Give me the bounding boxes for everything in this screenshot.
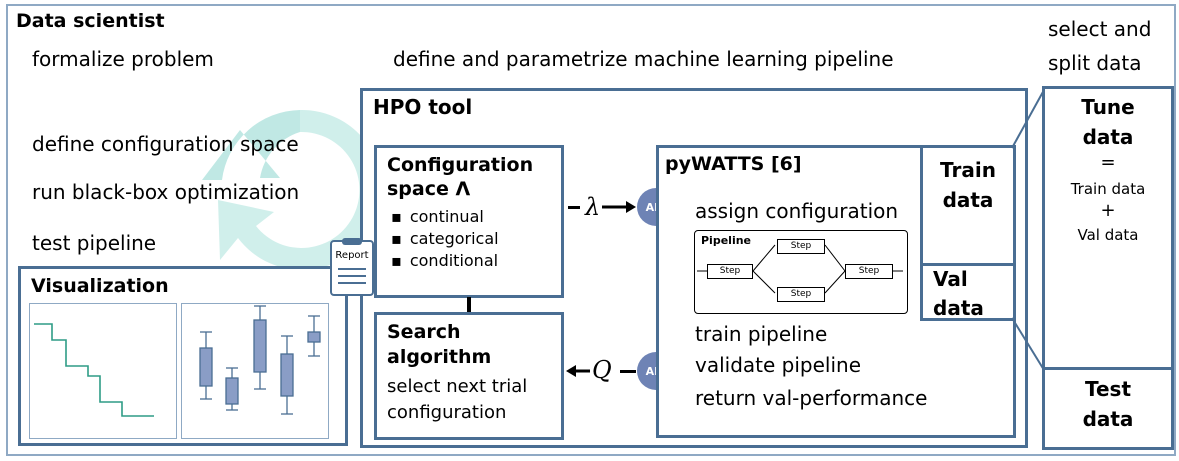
q-symbol: Q xyxy=(592,356,612,384)
tune-val-data: Val data xyxy=(1077,226,1139,244)
search-algorithm-box: Search algorithm select next trial confi… xyxy=(374,312,564,440)
test-label-1: Test xyxy=(1084,377,1131,401)
data-panel-divider xyxy=(1045,367,1171,370)
pipeline-edges xyxy=(697,244,903,294)
report-clip xyxy=(342,238,362,245)
val-data-label-1: Val xyxy=(933,267,968,291)
plus-sign: + xyxy=(1100,200,1116,221)
lambda-line-left xyxy=(568,206,580,209)
select-split-text-2: split data xyxy=(1048,51,1142,75)
report-icon: Report xyxy=(330,238,374,296)
pipeline-step-3: Step xyxy=(777,287,825,302)
val-data-label-2: data xyxy=(933,296,984,320)
line-chart-thumbnail xyxy=(29,303,177,439)
train-data-label-1: Train xyxy=(940,158,996,182)
define-pipeline-text: define and parametrize machine learning … xyxy=(393,47,894,71)
config-space-box: Configuration space Λ continual categori… xyxy=(374,145,564,298)
data-scientist-title: Data scientist xyxy=(16,10,165,32)
pipeline-step-4: Step xyxy=(845,264,893,279)
connector-line xyxy=(467,297,471,313)
tune-train-data: Train data xyxy=(1070,180,1146,198)
config-item-categorical: categorical xyxy=(391,228,499,250)
search-line-1: select next trial xyxy=(387,376,528,397)
data-panel: Tune data = Train data + Val data Test d… xyxy=(1042,86,1174,450)
train-pipeline-text: train pipeline xyxy=(695,322,828,346)
formalize-problem-text: formalize problem xyxy=(32,47,214,71)
visualization-panel: Visualization xyxy=(18,266,348,446)
select-split-text-1: select and xyxy=(1048,17,1152,41)
visualization-title: Visualization xyxy=(31,275,169,297)
test-label-2: data xyxy=(1082,407,1134,431)
data-scientist-frame xyxy=(6,4,1176,456)
hpo-tool-title: HPO tool xyxy=(373,95,473,119)
search-title-2: algorithm xyxy=(387,346,492,368)
val-data-box: Val data xyxy=(920,263,1016,321)
report-lines xyxy=(338,268,366,270)
train-data-box: Train data xyxy=(920,145,1016,267)
lambda-symbol: λ xyxy=(585,193,601,221)
step-line-icon xyxy=(34,323,154,417)
define-config-text: define configuration space xyxy=(32,132,299,156)
boxplot-icon xyxy=(199,305,321,415)
return-val-text: return val-performance xyxy=(695,386,928,410)
train-data-label-2: data xyxy=(942,188,994,212)
equals-sign: = xyxy=(1100,152,1116,173)
q-arrow-icon xyxy=(566,365,590,377)
report-label: Report xyxy=(335,250,369,261)
test-pipeline-text: test pipeline xyxy=(32,231,157,255)
search-title-1: Search xyxy=(387,321,461,343)
search-line-2: configuration xyxy=(387,402,507,423)
config-space-list: continual categorical conditional xyxy=(391,206,499,272)
boxplot-thumbnail xyxy=(181,303,329,439)
pipeline-step-1: Step xyxy=(707,264,753,279)
pipeline-diagram: Pipeline Step Step Step Step xyxy=(694,230,908,314)
tune-label-1: Tune xyxy=(1081,95,1135,119)
config-space-title-1: Configuration xyxy=(387,154,534,176)
lambda-arrow-icon xyxy=(602,201,636,213)
pipeline-step-2: Step xyxy=(777,239,825,254)
pipeline-title: Pipeline xyxy=(701,234,751,247)
config-item-continual: continual xyxy=(391,206,499,228)
pywatts-title: pyWATTS [6] xyxy=(665,153,802,175)
validate-pipeline-text: validate pipeline xyxy=(695,353,862,377)
data-connector-lines xyxy=(1011,89,1045,371)
cycle-arrow-icon xyxy=(202,109,382,270)
assign-config-text: assign configuration xyxy=(695,199,899,223)
config-space-title-2: space Λ xyxy=(387,178,471,200)
config-item-conditional: conditional xyxy=(391,250,499,272)
q-line-right xyxy=(620,370,636,373)
tune-label-2: data xyxy=(1082,125,1134,149)
run-bbo-text: run black-box optimization xyxy=(32,180,300,204)
